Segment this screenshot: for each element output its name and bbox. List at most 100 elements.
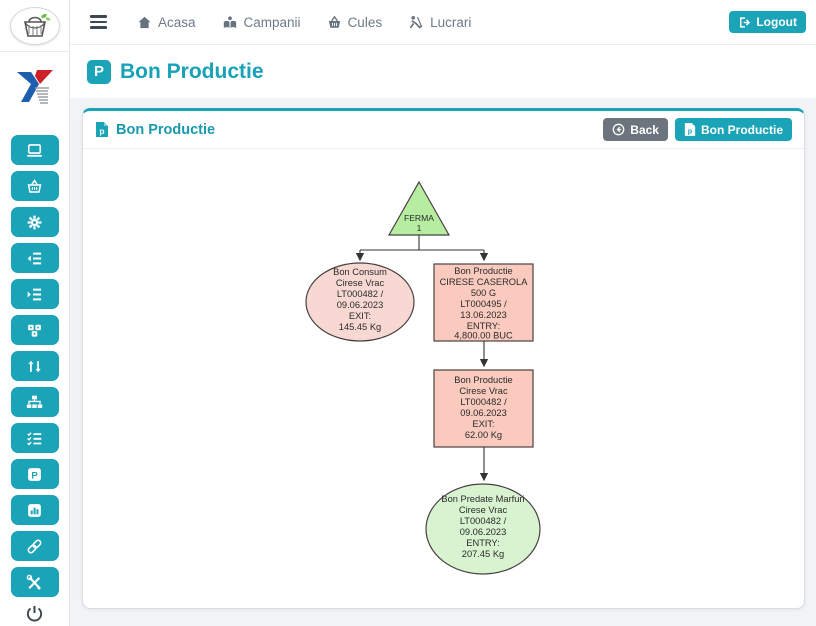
node-line: Bon Productie: [454, 266, 512, 276]
nav-item-lucrari[interactable]: Lucrari: [408, 15, 471, 30]
node-line: ENTRY:: [466, 538, 499, 548]
cubes-icon: [28, 324, 41, 337]
person-digging-icon: [409, 15, 423, 28]
page-badge-icon: P: [87, 59, 111, 84]
node-line: LT000495 /: [460, 299, 507, 309]
indent-list-icon: [27, 288, 42, 300]
arrow-circle-left-icon: [612, 123, 625, 136]
node-line: 1: [417, 223, 422, 233]
sidebar-item-parking[interactable]: P: [10, 459, 59, 489]
nav-item-acasa[interactable]: Acasa: [137, 15, 196, 30]
book-reader-icon: [223, 15, 236, 28]
page-title: Bon Productie: [120, 59, 264, 83]
power-icon: [26, 605, 43, 622]
parking-icon: P: [28, 467, 41, 481]
node-line: FERMA: [404, 213, 434, 223]
bon-productie-button-label: Bon Productie: [700, 122, 783, 137]
node-line: 145.45 Kg: [339, 322, 381, 332]
sidebar-item-display[interactable]: [10, 135, 59, 165]
basket-logo-icon: [23, 13, 50, 37]
nav-label: Cules: [347, 14, 383, 30]
page-header: P Bon Productie: [70, 45, 816, 98]
node-line: Bon Consum: [333, 267, 387, 277]
node-line: Cirese Vrac: [459, 386, 508, 396]
display-icon: [27, 143, 42, 157]
node-bon-productie-vrac: [433, 369, 534, 448]
chart-icon: [28, 503, 41, 517]
sidebar-item-chart[interactable]: [10, 495, 59, 525]
card-title: p Bon Productie: [95, 121, 215, 138]
card-actions: Back p Bon Productie: [603, 118, 792, 141]
nav-item-campanii[interactable]: Campanii: [222, 15, 301, 30]
basket-icon: [328, 15, 340, 28]
back-button[interactable]: Back: [603, 118, 668, 141]
logout-icon: [740, 16, 751, 28]
svg-text:p: p: [99, 126, 104, 136]
document-p-icon: p: [684, 123, 696, 136]
nav-label: Campanii: [243, 14, 301, 30]
document-p-icon: p: [96, 122, 108, 137]
sidebar-item-settings[interactable]: [10, 207, 59, 237]
node-line: Cirese Vrac: [459, 505, 508, 515]
home-icon: [138, 16, 151, 28]
sidebar-item-sitemap[interactable]: [10, 387, 59, 417]
transfer-icon: [28, 360, 41, 372]
card-header: p Bon Productie Back p Bon: [83, 111, 804, 149]
tools-icon: [26, 574, 41, 590]
node-line: 62.00 Kg: [465, 430, 502, 440]
node-line: CIRESE CASEROLA: [440, 277, 529, 287]
node-line: 09.06.2023: [460, 408, 507, 418]
production-flow-diagram: FERMA 1 Bon Consum Cirese Vrac LT000482 …: [281, 163, 601, 603]
harvest-basket-icon: [27, 178, 42, 193]
node-line: 09.06.2023: [337, 300, 384, 310]
sidebar-item-indent[interactable]: [10, 279, 59, 309]
svg-text:p: p: [688, 126, 693, 135]
node-line: Bon Productie: [454, 375, 512, 385]
node-line: 500 G: [471, 288, 496, 298]
node-line: 13.06.2023: [460, 310, 507, 320]
links-icon: [27, 539, 42, 553]
node-line: ENTRY:: [467, 321, 500, 331]
logout-button[interactable]: Logout: [729, 11, 806, 33]
outdent-list-icon: [27, 252, 42, 264]
node-bon-predate-marfuri: [425, 483, 541, 575]
node-line: 09.06.2023: [460, 527, 507, 537]
checklist-icon: [27, 431, 42, 445]
logout-label: Logout: [756, 15, 797, 29]
nav-label: Lucrari: [430, 14, 472, 30]
company-logo: [13, 66, 57, 113]
menu-toggle-button[interactable]: [86, 11, 111, 32]
sidebar-item-checklist[interactable]: [10, 423, 59, 453]
back-label: Back: [630, 122, 659, 137]
svg-text:P: P: [31, 470, 38, 481]
sidebar-item-tools[interactable]: [10, 567, 59, 597]
sidebar-nav: P: [10, 135, 59, 597]
app-logo: [9, 7, 60, 46]
bon-productie-card: p Bon Productie Back p Bon: [82, 108, 805, 609]
bon-productie-button[interactable]: p Bon Productie: [674, 118, 792, 141]
card-title-label: Bon Productie: [116, 121, 216, 138]
sidebar-item-cubes[interactable]: [10, 315, 59, 345]
node-line: EXIT:: [472, 419, 494, 429]
power-button[interactable]: [25, 604, 44, 626]
node-bon-productie-caserola: [433, 263, 534, 342]
node-line: Bon Predate Marfuri: [441, 494, 524, 504]
main-content: p Bon Productie Back p Bon: [70, 98, 816, 626]
sidebar: P: [0, 0, 70, 626]
node-line: 4,800.00 BUC: [454, 331, 513, 341]
nav-item-cules[interactable]: Cules: [327, 14, 383, 30]
sitemap-icon: [26, 395, 43, 408]
divider: [0, 51, 70, 52]
nav-label: Acasa: [158, 14, 196, 30]
sidebar-item-outdent[interactable]: [10, 243, 59, 273]
topbar: Acasa Campanii Cules Lucrari Logout: [70, 0, 816, 45]
sidebar-item-transfer[interactable]: [10, 351, 59, 381]
sidebar-item-harvest[interactable]: [10, 171, 59, 201]
node-line: LT000482 /: [460, 516, 507, 526]
node-line: 207.45 Kg: [462, 549, 504, 559]
sidebar-item-links[interactable]: [10, 531, 59, 561]
node-bon-consum: [305, 262, 415, 342]
settings-icon: [27, 215, 42, 229]
node-line: Cirese Vrac: [336, 278, 385, 288]
node-ferma: [387, 180, 451, 236]
